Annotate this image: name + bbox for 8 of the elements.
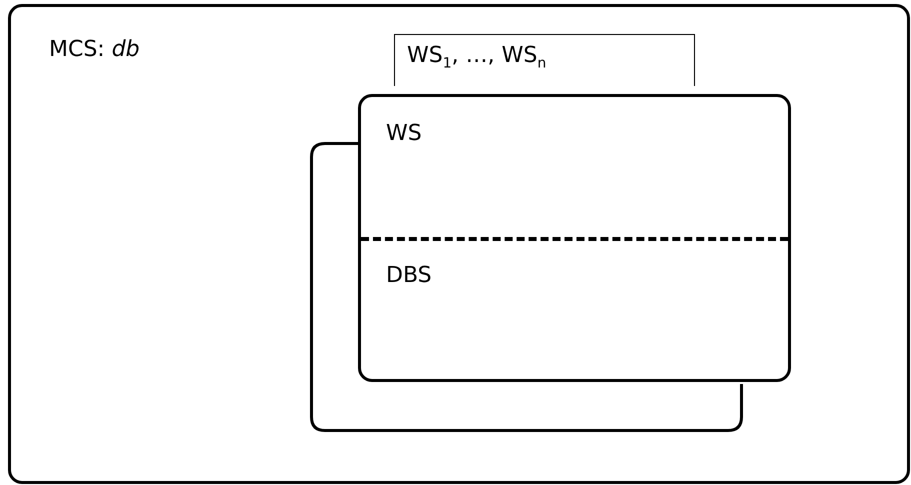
container-box bbox=[8, 4, 910, 484]
section-label: WS bbox=[386, 121, 422, 146]
label-bracket bbox=[394, 34, 695, 86]
component-box bbox=[358, 94, 791, 382]
node-label: WS$_{1}$, …, WS$_{n}$ bbox=[407, 43, 546, 72]
container-label: MCS: db bbox=[49, 37, 140, 62]
stacked-box bbox=[310, 142, 743, 432]
section-label: DBS bbox=[386, 263, 432, 288]
